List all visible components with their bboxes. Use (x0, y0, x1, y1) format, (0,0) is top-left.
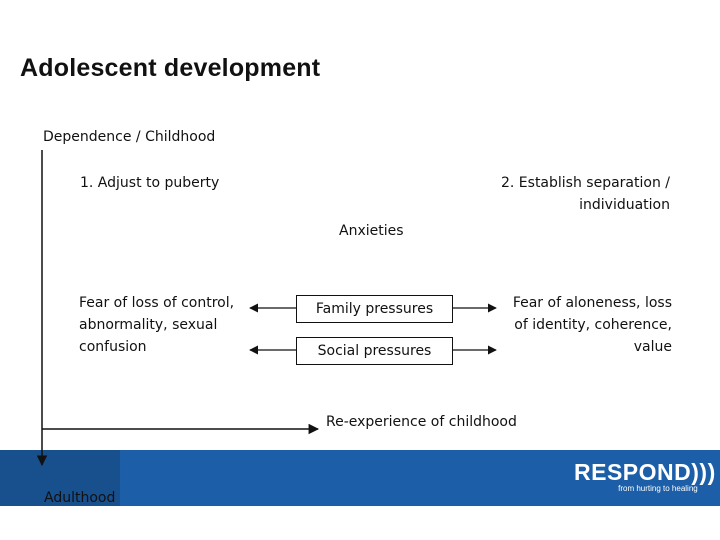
social-pressures-box: Social pressures (296, 337, 453, 365)
logo-name: RESPOND (574, 459, 692, 485)
respond-logo: RESPOND))) from hurting to healing (574, 459, 716, 493)
left-fears: Fear of loss of control, abnormality, se… (79, 292, 259, 358)
page-title: Adolescent development (20, 54, 321, 82)
footer-band-dark (0, 450, 120, 506)
left-fear-line-2: abnormality, sexual (79, 317, 218, 333)
right-fear-line-2: of identity, coherence, (514, 317, 672, 333)
sound-waves-icon: ))) (691, 459, 716, 485)
right-fears: Fear of aloneness, loss of identity, coh… (480, 292, 672, 358)
axis-top-label: Dependence / Childhood (43, 129, 216, 145)
anxieties-label: Anxieties (339, 223, 404, 239)
left-fear-line-3: confusion (79, 339, 147, 355)
task-2-line-2: individuation (579, 197, 670, 213)
axis-bottom-label: Adulthood (44, 490, 116, 506)
task-2: 2. Establish separation / individuation (420, 172, 670, 216)
right-fear-line-3: value (633, 339, 672, 355)
left-fear-line-1: Fear of loss of control, (79, 295, 235, 311)
task-1: 1. Adjust to puberty (80, 175, 220, 191)
logo-tagline: from hurting to healing (618, 484, 698, 493)
reexperience-label: Re-experience of childhood (326, 414, 517, 430)
family-pressures-box: Family pressures (296, 295, 453, 323)
right-fear-line-1: Fear of aloneness, loss (512, 295, 672, 311)
footer-band (0, 450, 720, 506)
task-2-line-1: 2. Establish separation / (501, 175, 670, 191)
